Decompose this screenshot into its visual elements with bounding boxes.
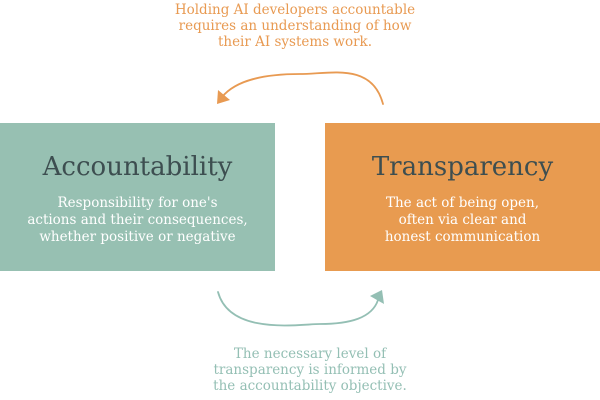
accountability-box: Accountability Responsibility for one's … [0,123,275,271]
top-caption: Holding AI developers accountable requir… [174,2,416,50]
top-curved-arrow [221,71,384,105]
top-arrowhead [217,90,230,104]
bottom-curved-arrow [217,291,379,327]
accountability-description: Responsibility for one's actions and the… [27,195,248,245]
transparency-description: The act of being open, often via clear a… [384,195,541,245]
bottom-caption: The necessary level of transparency is i… [213,346,407,394]
transparency-title: Transparency [371,152,554,182]
accountability-title: Accountability [42,152,233,182]
bottom-arrowhead [370,290,384,304]
transparency-box: Transparency The act of being open, ofte… [325,123,600,271]
